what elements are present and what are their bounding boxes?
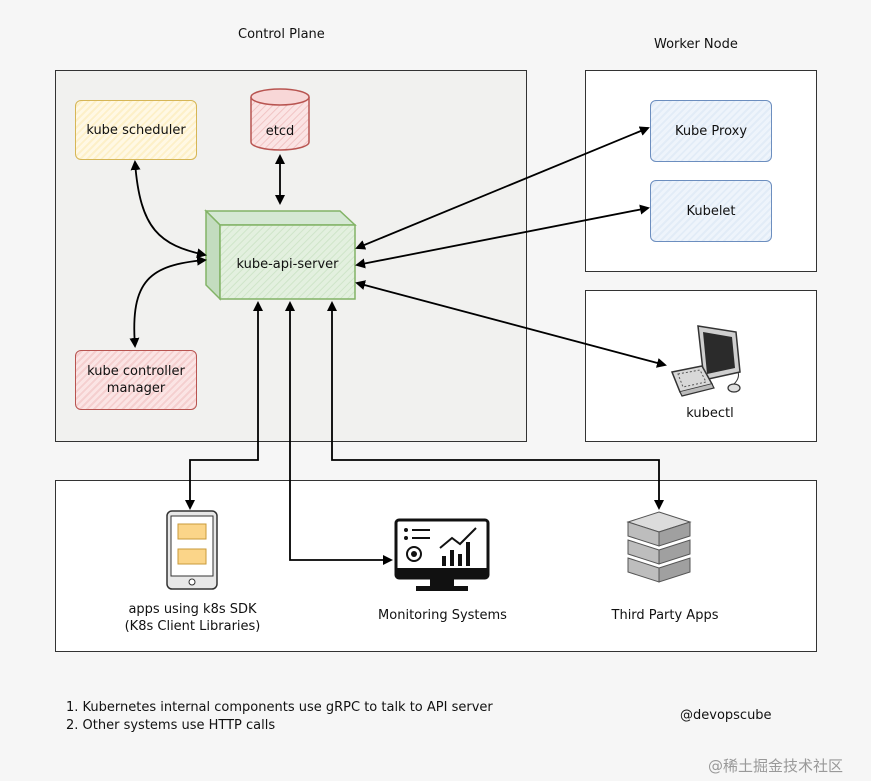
brand-handle: @devopscube	[680, 708, 772, 723]
mobile-app-icon	[166, 510, 218, 590]
kubectl-label: kubectl	[686, 406, 734, 421]
etcd-label: etcd	[265, 124, 295, 139]
computer-icon	[670, 325, 741, 397]
arrow-api-third-party	[327, 301, 664, 510]
third-party-label: Third Party Apps	[611, 608, 719, 623]
kube-scheduler-label: kube scheduler	[86, 122, 186, 138]
arrow-api-kubelet	[355, 204, 650, 269]
note-item: 1. Kubernetes internal components use gR…	[66, 700, 493, 715]
server-stack-icon	[626, 511, 692, 583]
kube-proxy-label: Kube Proxy	[674, 123, 748, 139]
kube-scheduler-box: kube scheduler	[75, 100, 197, 160]
sdk-apps-label: apps using k8s SDK (K8s Client Libraries…	[100, 601, 285, 635]
control-plane-title: Control Plane	[238, 27, 325, 42]
etcd-database-icon	[250, 88, 310, 151]
kubelet-label: Kubelet	[686, 203, 736, 219]
kube-api-server-label: kube-api-server	[236, 257, 339, 272]
sdk-apps-label-line2: (K8s Client Libraries)	[124, 619, 261, 634]
arrow-api-monitoring	[285, 301, 393, 565]
controller-label-line1: kube controller	[87, 364, 185, 379]
controller-label-line2: manager	[106, 381, 166, 396]
sdk-apps-label-line1: apps using k8s SDK	[128, 602, 257, 617]
worker-node-title: Worker Node	[654, 37, 738, 52]
notes: 1. Kubernetes internal components use gR…	[66, 699, 493, 735]
arrow-controller-api	[129, 255, 207, 348]
kube-proxy-box: Kube Proxy	[650, 100, 772, 162]
arrow-api-proxy	[355, 126, 650, 250]
note-item: 2. Other systems use HTTP calls	[66, 718, 276, 733]
arrow-api-kubectl	[355, 280, 667, 368]
watermark: @稀土掘金技术社区	[708, 757, 844, 775]
monitoring-dashboard-icon	[394, 518, 490, 591]
arrow-api-sdk	[185, 301, 263, 510]
kube-controller-manager-box: kube controller manager	[75, 350, 197, 410]
kubelet-box: Kubelet	[650, 180, 772, 242]
arrow-scheduler-api	[130, 160, 207, 259]
monitoring-label: Monitoring Systems	[378, 608, 507, 623]
